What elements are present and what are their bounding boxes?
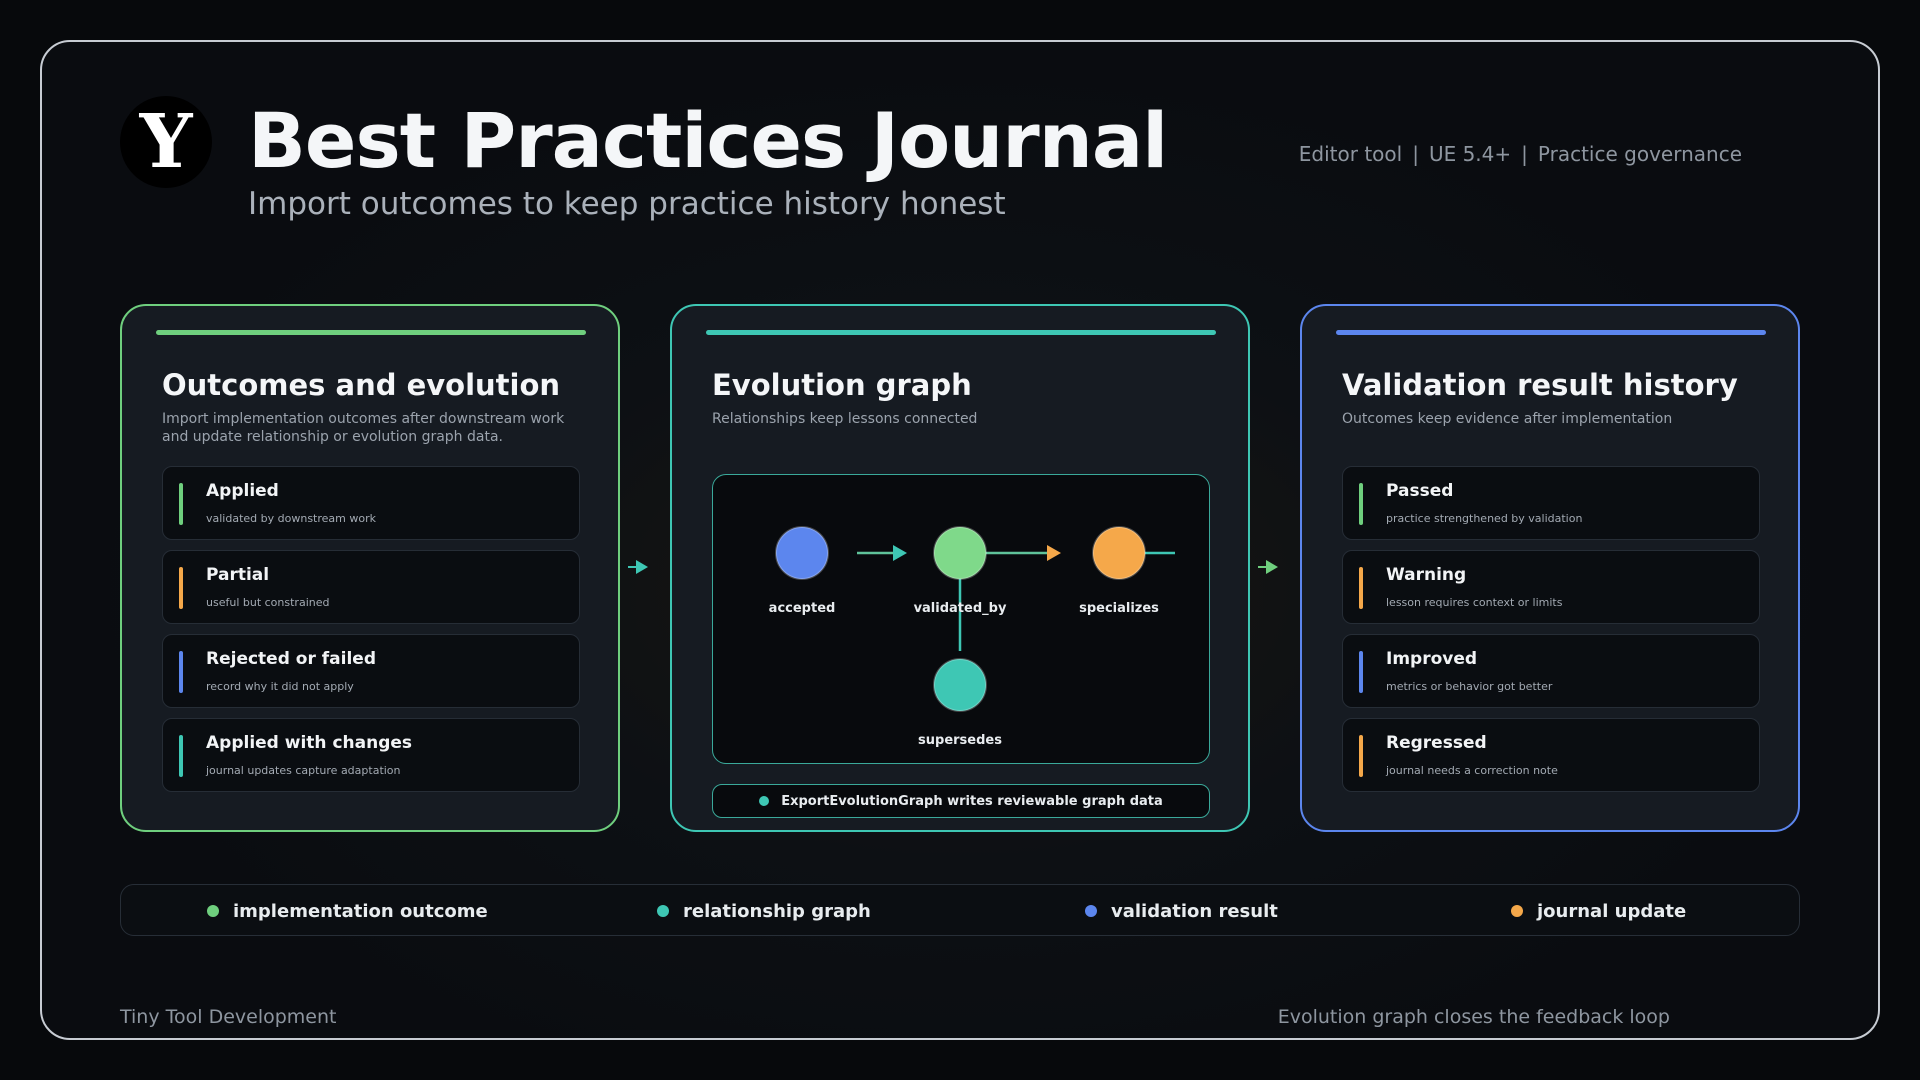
item-label: Improved [1386,649,1478,669]
node-label-validated-by: validated_by [913,601,1007,616]
outcome-item-rejected[interactable]: Rejected or failed record why it did not… [162,634,580,708]
legend-dot-icon [1511,905,1523,917]
item-sublabel: metrics or behavior got better [1386,680,1553,693]
header-meta: Editor tool | UE 5.4+ | Practice governance [1299,142,1742,166]
node-label-supersedes: supersedes [918,733,1002,748]
item-sublabel: useful but constrained [206,596,330,609]
edge-arrow-icon [1047,545,1061,561]
item-accent [179,735,183,777]
item-accent [1359,483,1363,525]
validation-item-warning[interactable]: Warning lesson requires context or limit… [1342,550,1760,624]
meta-separator: | [1412,142,1419,166]
item-sublabel: practice strengthened by validation [1386,512,1583,525]
legend-dot-icon [1085,905,1097,917]
edge-arrow-icon [893,545,907,561]
validation-panel: Validation result history Outcomes keep … [1300,304,1800,832]
item-accent [1359,735,1363,777]
item-label: Passed [1386,481,1454,501]
item-label: Partial [206,565,270,585]
panel-accent-bar [156,330,586,335]
flow-arrow-icon [628,560,648,574]
item-accent [1359,651,1363,693]
item-label: Applied with changes [206,733,413,753]
meta-category: Practice governance [1537,142,1742,166]
outcomes-panel-description: Import implementation outcomes after dow… [162,411,565,445]
legend-label: validation result [1111,900,1278,922]
status-dot-icon [759,796,770,806]
meta-tool: Editor tool [1298,142,1403,166]
outcomes-list: Applied validated by downstream work Par… [162,466,580,802]
outcomes-panel: Outcomes and evolution Import implementa… [120,304,620,832]
item-label: Applied [206,481,279,501]
item-accent [1359,567,1363,609]
page-subtitle: Import outcomes to keep practice history… [248,186,1006,222]
graph-panel: Evolution graph Relationships keep lesso… [670,304,1250,832]
validation-item-regressed[interactable]: Regressed journal needs a correction not… [1342,718,1760,792]
legend-item-relationship-graph: relationship graph [657,885,871,937]
outcome-item-partial[interactable]: Partial useful but constrained [162,550,580,624]
panel-accent-bar [1336,330,1766,335]
item-sublabel: lesson requires context or limits [1386,596,1563,609]
item-accent [179,567,183,609]
legend-item-implementation-outcome: implementation outcome [207,885,488,937]
validation-panel-title: Validation result history [1342,368,1738,402]
graph-panel-description: Relationships keep lessons connected [712,411,978,427]
outcomes-panel-title: Outcomes and evolution [162,368,561,402]
panel-accent-bar [706,330,1216,335]
item-label: Rejected or failed [206,649,376,669]
validation-panel-description: Outcomes keep evidence after implementat… [1342,411,1673,427]
legend-item-validation-result: validation result [1085,885,1278,937]
item-sublabel: journal needs a correction note [1386,764,1558,777]
footer-left: Tiny Tool Development [120,1006,337,1028]
item-accent [179,651,183,693]
node-label-accepted: accepted [768,601,836,616]
graph-canvas [775,526,1175,712]
evolution-graph[interactable]: accepted validated_by specializes supers… [712,474,1210,764]
logo-icon: Y [120,96,212,188]
legend-label: journal update [1537,900,1687,922]
meta-separator: | [1521,142,1528,166]
item-label: Warning [1386,565,1467,585]
legend-bar: implementation outcome relationship grap… [120,884,1800,936]
meta-version: UE 5.4+ [1428,142,1512,166]
item-sublabel: record why it did not apply [206,680,354,693]
graph-node-supersedes[interactable] [933,658,987,712]
validation-item-passed[interactable]: Passed practice strengthened by validati… [1342,466,1760,540]
page-title: Best Practices Journal [248,96,1168,185]
graph-panel-title: Evolution graph [712,368,972,402]
legend-item-journal-update: journal update [1511,885,1686,937]
legend-label: implementation outcome [233,900,488,922]
item-sublabel: journal updates capture adaptation [206,764,401,777]
outcome-item-applied[interactable]: Applied validated by downstream work [162,466,580,540]
outcome-item-applied-with-changes[interactable]: Applied with changes journal updates cap… [162,718,580,792]
graph-export-note: ExportEvolutionGraph writes reviewable g… [712,784,1210,818]
legend-dot-icon [657,905,669,917]
validation-list: Passed practice strengthened by validati… [1342,466,1760,802]
graph-export-text: ExportEvolutionGraph writes reviewable g… [781,793,1163,809]
graph-node-validated-by[interactable] [933,526,987,580]
validation-item-improved[interactable]: Improved metrics or behavior got better [1342,634,1760,708]
graph-node-accepted[interactable] [775,526,829,580]
flow-arrow-icon [1258,560,1278,574]
legend-dot-icon [207,905,219,917]
graph-node-specializes[interactable] [1092,526,1146,580]
node-label-specializes: specializes [1079,601,1159,616]
legend-label: relationship graph [683,900,871,922]
item-accent [179,483,183,525]
footer-right: Evolution graph closes the feedback loop [1277,1006,1670,1028]
item-sublabel: validated by downstream work [206,512,376,525]
item-label: Regressed [1386,733,1487,753]
